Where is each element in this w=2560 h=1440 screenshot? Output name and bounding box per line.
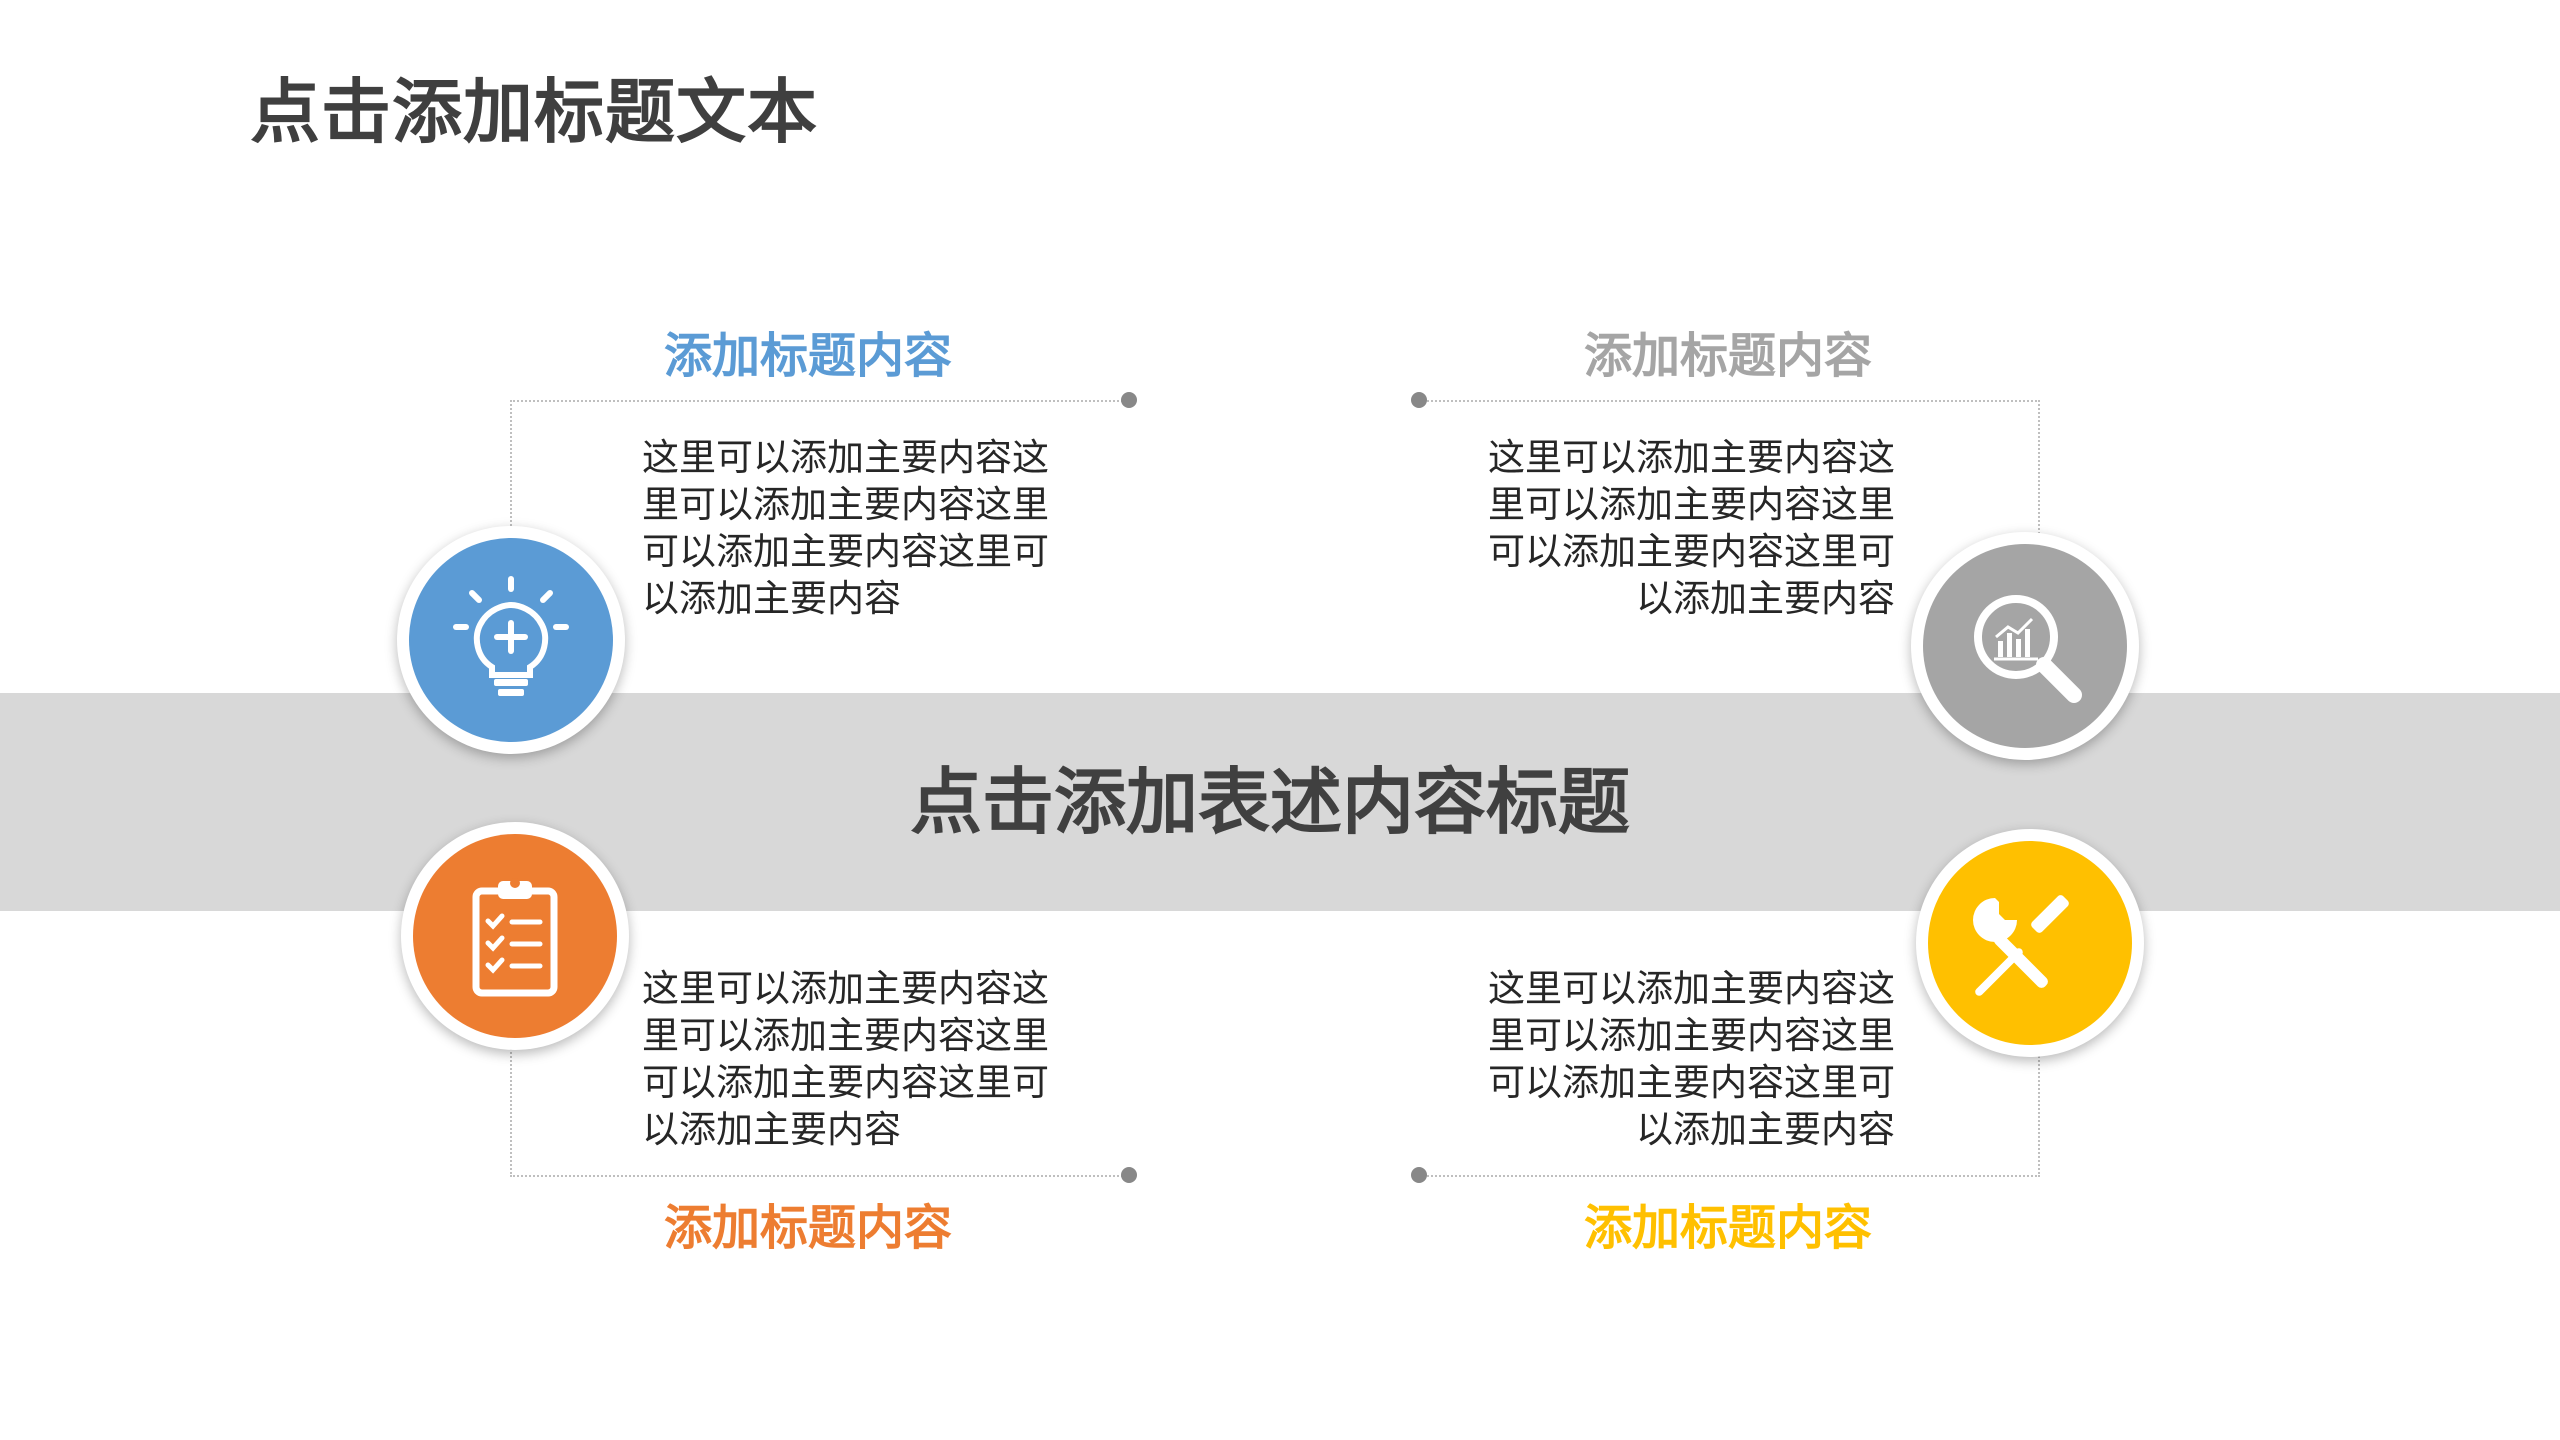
section-title-3[interactable]: 添加标题内容 — [663, 1200, 952, 1256]
section-title-1[interactable]: 添加标题内容 — [663, 328, 952, 384]
frame-top-right — [1420, 400, 2040, 550]
section-icon-1 — [397, 526, 625, 754]
lightbulb-plus-icon — [453, 576, 569, 696]
section-body-2[interactable]: 这里可以添加主要内容这里可以添加主要内容这里可以添加主要内容这里可以添加主要内容 — [1488, 436, 1895, 620]
magnifier-chart-icon — [1974, 595, 2082, 703]
frame-bottom-right — [1420, 1025, 2040, 1177]
section-icon-3 — [401, 822, 629, 1050]
clipboard-checklist-icon — [472, 878, 558, 997]
section-body-1[interactable]: 这里可以添加主要内容这里可以添加主要内容这里可以添加主要内容这里可以添加主要内容 — [642, 436, 1049, 620]
section-title-2[interactable]: 添加标题内容 — [1583, 328, 1872, 384]
section-body-4[interactable]: 这里可以添加主要内容这里可以添加主要内容这里可以添加主要内容这里可以添加主要内容 — [1488, 967, 1895, 1151]
section-icon-4 — [1916, 829, 2144, 1057]
connector-dot — [1411, 1167, 1427, 1183]
frame-bottom-left — [510, 1025, 1130, 1177]
section-body-3[interactable]: 这里可以添加主要内容这里可以添加主要内容这里可以添加主要内容这里可以添加主要内容 — [642, 967, 1049, 1151]
connector-dot — [1121, 392, 1137, 408]
section-icon-2 — [1911, 532, 2139, 760]
connector-dot — [1411, 392, 1427, 408]
center-title[interactable]: 点击添加表述内容标题 — [909, 760, 1630, 844]
frame-top-left — [510, 400, 1130, 550]
section-title-4[interactable]: 添加标题内容 — [1583, 1200, 1872, 1256]
wrench-screwdriver-icon — [1973, 895, 2069, 996]
page-title[interactable]: 点击添加标题文本 — [250, 71, 818, 153]
connector-dot — [1121, 1167, 1137, 1183]
